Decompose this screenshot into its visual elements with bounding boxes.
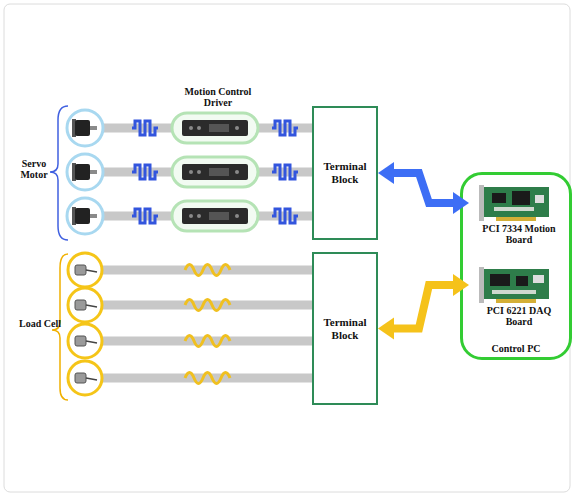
board-pcb bbox=[484, 187, 549, 217]
terminal-block: Terminal Block bbox=[312, 252, 378, 405]
data-link-arrow bbox=[378, 162, 469, 214]
signal-wave bbox=[132, 165, 158, 179]
driver-icon bbox=[172, 113, 258, 143]
board-chip bbox=[535, 195, 544, 203]
board-chip bbox=[533, 275, 544, 283]
part-label: Load Cell bbox=[18, 318, 62, 329]
pci-board-icon bbox=[479, 267, 549, 303]
cable bbox=[103, 212, 173, 221]
board-bracket bbox=[479, 185, 484, 221]
arrow-head bbox=[378, 162, 394, 184]
signal-wave bbox=[272, 209, 298, 223]
control-pc-box: Control PC PCI 7334 Motion BoardPCI 6221 … bbox=[460, 172, 572, 360]
board-chip bbox=[490, 274, 510, 286]
link-line bbox=[392, 173, 455, 203]
cable bbox=[103, 337, 312, 346]
node-text: PCI 6221 DAQ Board bbox=[479, 305, 559, 327]
signal-wave bbox=[185, 265, 230, 276]
part-label: Servo Motor bbox=[12, 158, 56, 180]
board-chip bbox=[512, 191, 530, 205]
group-bracket bbox=[50, 106, 68, 240]
load-cables bbox=[103, 270, 312, 378]
load-cell-icon bbox=[68, 253, 102, 287]
data-link-arrow bbox=[378, 274, 469, 340]
cable bbox=[103, 124, 173, 133]
board-chip bbox=[492, 193, 506, 203]
arrow-head bbox=[453, 274, 469, 296]
signal-wave bbox=[272, 121, 298, 135]
part-label: Motion Control Driver bbox=[178, 86, 258, 108]
load-cell-icon bbox=[68, 361, 102, 395]
servo-motor-icon bbox=[67, 198, 103, 234]
signal-wave bbox=[185, 336, 230, 347]
motion-board: PCI 7334 Motion Board bbox=[469, 183, 569, 247]
cable bbox=[103, 301, 312, 310]
arrow-head bbox=[453, 192, 469, 214]
outer-frame bbox=[4, 4, 570, 492]
node-text: PCI 7334 Motion Board bbox=[479, 223, 559, 245]
board-trace bbox=[494, 207, 534, 211]
board-pcb bbox=[484, 269, 549, 299]
servo-motor-icon bbox=[67, 110, 103, 146]
driver-icon bbox=[172, 157, 258, 187]
signal-wave bbox=[272, 165, 298, 179]
signal-wave bbox=[132, 209, 158, 223]
terminal-block: Terminal Block bbox=[312, 106, 378, 240]
load-cell-icon bbox=[68, 288, 102, 322]
node-text: Control PC bbox=[491, 343, 541, 354]
board-bracket bbox=[479, 267, 484, 303]
pci-board-icon bbox=[479, 185, 549, 221]
signal-wave bbox=[132, 121, 158, 135]
link-line bbox=[392, 285, 455, 329]
servo-motor-icon bbox=[67, 154, 103, 190]
signal-wave bbox=[185, 373, 230, 384]
board-connector bbox=[496, 217, 536, 221]
signal-wave bbox=[185, 300, 230, 311]
cable bbox=[103, 374, 312, 383]
load-cell-icon bbox=[68, 324, 102, 358]
daq-board: PCI 6221 DAQ Board bbox=[469, 265, 569, 329]
cable bbox=[103, 168, 173, 177]
board-connector bbox=[496, 299, 536, 303]
node-text: Terminal Block bbox=[319, 160, 371, 186]
driver-icon bbox=[172, 201, 258, 231]
board-chip bbox=[516, 276, 528, 286]
arrow-head bbox=[378, 318, 394, 340]
board-trace bbox=[492, 290, 536, 294]
node-text: Terminal Block bbox=[319, 316, 371, 342]
cable bbox=[103, 266, 312, 275]
